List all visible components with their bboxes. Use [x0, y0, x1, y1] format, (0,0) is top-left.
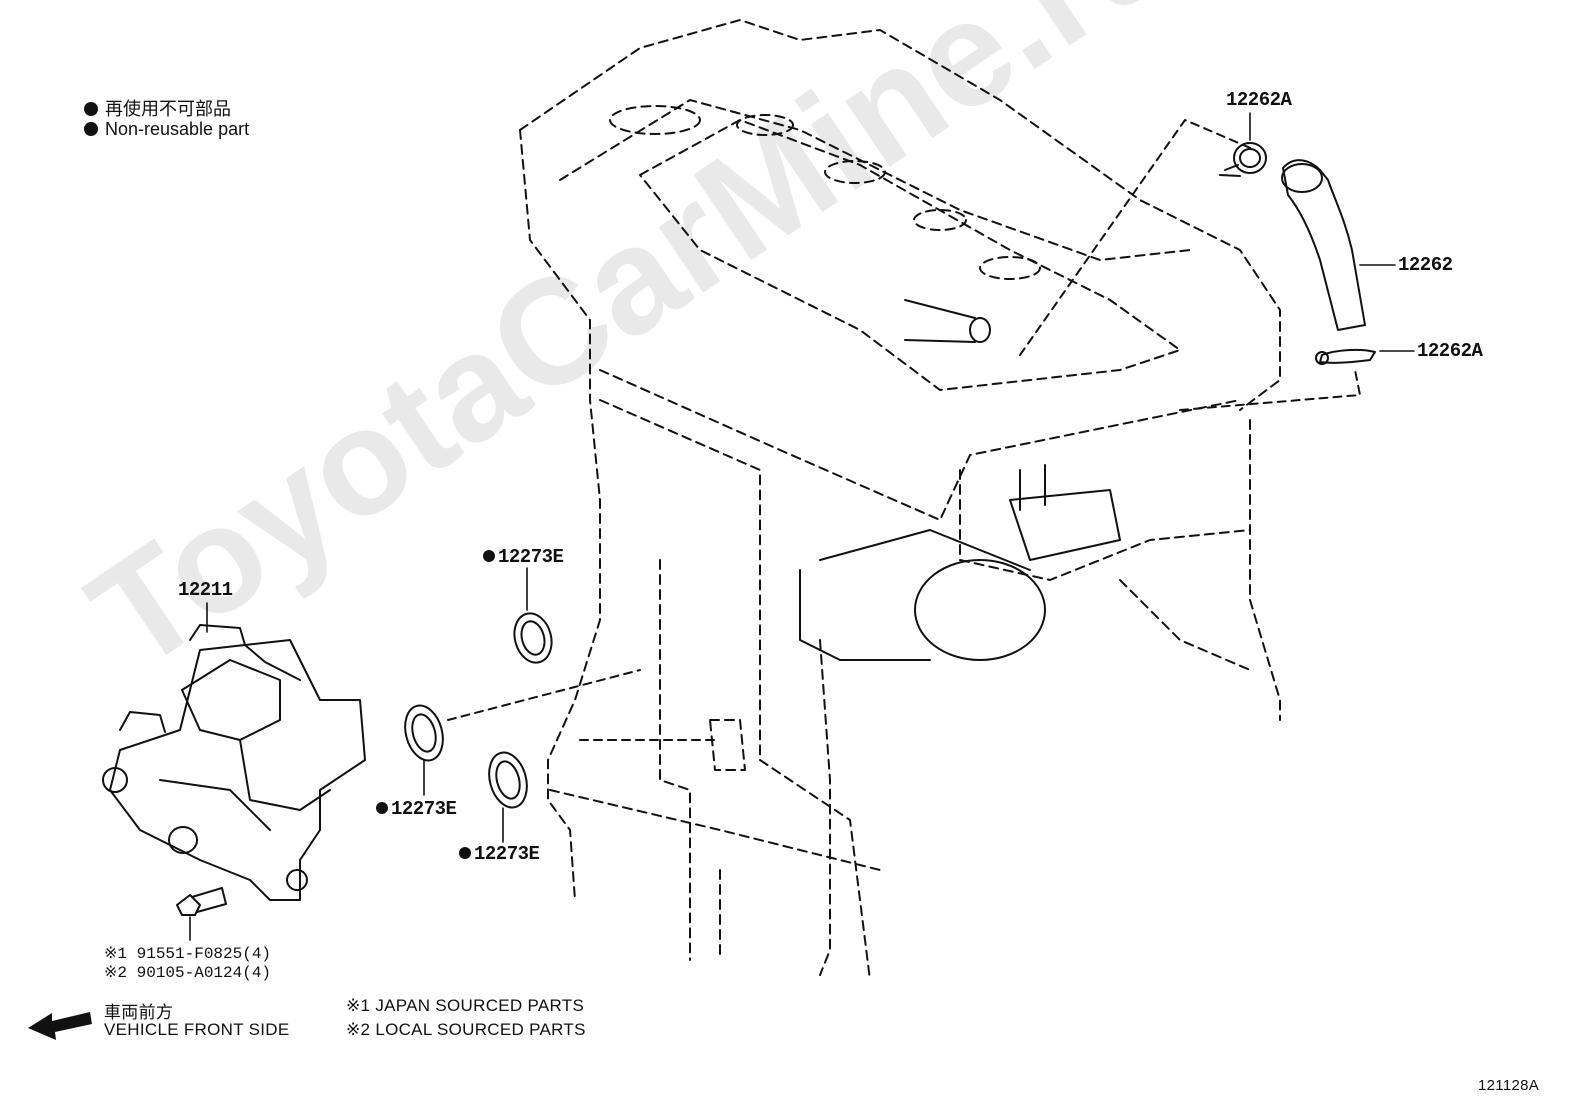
bullet-dot [84, 122, 98, 136]
local-sourced-note: ※2 LOCAL SOURCED PARTS [346, 1020, 586, 1039]
front-arrow-icon [28, 1012, 92, 1040]
callout-gasket-lower[interactable]: 12273E [459, 843, 540, 865]
diagram-id: 121128A [1478, 1077, 1540, 1094]
leader-lines [189, 112, 1415, 941]
callout-gasket-upper[interactable]: 12273E [483, 546, 564, 568]
legend-line-en: Non-reusable part [84, 119, 249, 140]
callout-manifold[interactable]: 12211 [178, 579, 233, 601]
gasket-upper-label: 12273E [498, 546, 564, 568]
clip-bottom-shape [1315, 348, 1376, 365]
callout-clip-bottom[interactable]: 12262A [1417, 340, 1483, 362]
cam-cover [609, 105, 1181, 391]
bolt-note-2[interactable]: ※2 90105-A0124(4) [104, 964, 272, 982]
bolt-shape [176, 887, 227, 916]
intake-port [709, 719, 746, 771]
manifold-shape [102, 624, 366, 901]
throttle-body [799, 464, 1121, 661]
gasket-lower-shape [488, 751, 528, 809]
bullet-dot [376, 802, 388, 814]
bullet-dot [459, 847, 471, 859]
callout-gasket-left[interactable]: 12273E [376, 798, 457, 820]
front-side-jp: 車両前方 [104, 1003, 174, 1022]
gasket-upper-shape [513, 612, 553, 664]
gasket-lower-label: 12273E [474, 843, 540, 865]
pcv-pipe [904, 299, 991, 343]
callout-hose[interactable]: 12262 [1398, 254, 1453, 276]
callout-clip-top[interactable]: 12262A [1226, 89, 1292, 111]
bullet-dot [84, 102, 98, 116]
alignment-lines [447, 119, 1361, 741]
gasket-left-shape [404, 704, 444, 762]
legend-jp-text: 再使用不可部品 [105, 99, 231, 119]
bolt-note-1[interactable]: ※1 91551-F0825(4) [104, 945, 272, 963]
front-side-en: VEHICLE FRONT SIDE [104, 1020, 290, 1039]
engine-phantom [519, 19, 1281, 981]
japan-sourced-note: ※1 JAPAN SOURCED PARTS [346, 996, 585, 1015]
hose-shape [1281, 159, 1366, 331]
legend-en-text: Non-reusable part [105, 119, 250, 139]
bullet-dot [483, 550, 495, 562]
gasket-left-label: 12273E [391, 798, 457, 820]
legend-line-jp: 再使用不可部品 [84, 95, 231, 121]
clip-top-shape [1219, 142, 1267, 177]
